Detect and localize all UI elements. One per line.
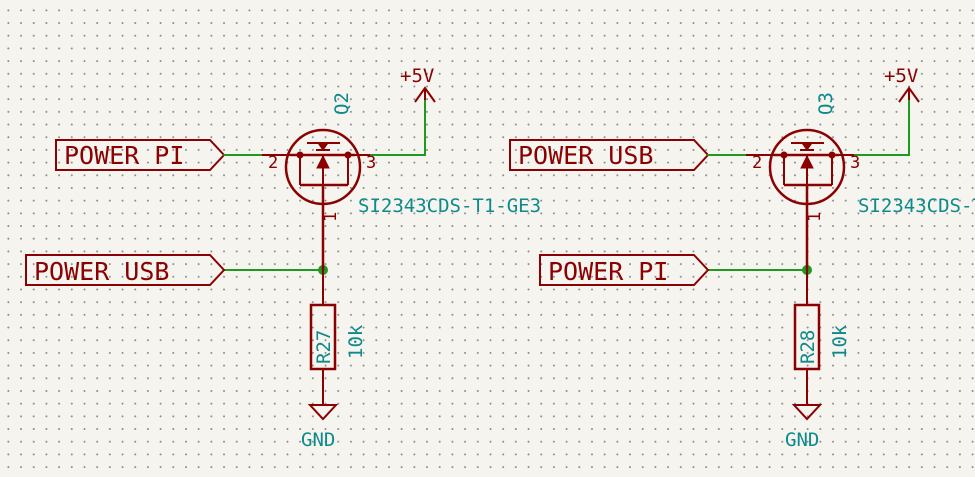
pin-drain-number: 1 [321,212,341,222]
bias-label-power-usb[interactable]: POWER_USB [25,254,226,286]
pin-gate-number: 2 [268,153,278,173]
gnd-label: GND [785,429,819,451]
resistor-ref: R27 [313,330,335,364]
resistor-r27[interactable]: R27 10k [309,270,367,405]
gnd-symbol[interactable]: GND [301,404,339,451]
vcc-power-symbol[interactable]: +5V [400,65,436,103]
bias-label-text: POWER_PI [548,257,668,286]
pin-drain-number: 1 [805,212,825,222]
transistor-q2[interactable]: 2 3 1 Q2 SI2343CDS-T1-GE3 [262,92,541,270]
gate-label-text: POWER_PI [64,141,184,170]
vcc-label: +5V [400,65,434,87]
gate-label-power-usb[interactable]: POWER_USB [509,139,710,171]
transistor-ref: Q3 [815,92,837,115]
resistor-r28[interactable]: R28 10k [793,270,851,405]
transistor-ref: Q2 [331,92,353,115]
gnd-symbol[interactable]: GND [785,404,823,451]
gate-label-text: POWER_USB [518,141,653,170]
transistor-q3[interactable]: 2 3 1 Q3 SI2343CDS-T1-GE3 [746,92,975,270]
bias-label-text: POWER_USB [34,257,169,286]
vcc-power-symbol[interactable]: +5V [884,65,920,103]
resistor-value: 10k [345,324,367,359]
vcc-label: +5V [884,65,918,87]
wire-source-to-vcc [853,99,910,156]
wire-source-to-vcc [369,99,426,156]
gate-label-power-pi[interactable]: POWER_PI [55,139,226,171]
gnd-label: GND [301,429,335,451]
circuit-q2: POWER_PI +5V [25,65,541,451]
circuit-q3: POWER_USB +5V 2 3 [509,65,975,451]
transistor-value: SI2343CDS-T1-GE3 [358,195,541,217]
bias-label-power-pi[interactable]: POWER_PI [539,254,710,286]
transistor-value: SI2343CDS-T1-GE3 [858,195,975,217]
pin-source-number: 3 [366,153,376,173]
pin-gate-number: 2 [752,153,762,173]
resistor-value: 10k [829,324,851,359]
pin-source-number: 3 [850,153,860,173]
resistor-ref: R28 [797,330,819,364]
